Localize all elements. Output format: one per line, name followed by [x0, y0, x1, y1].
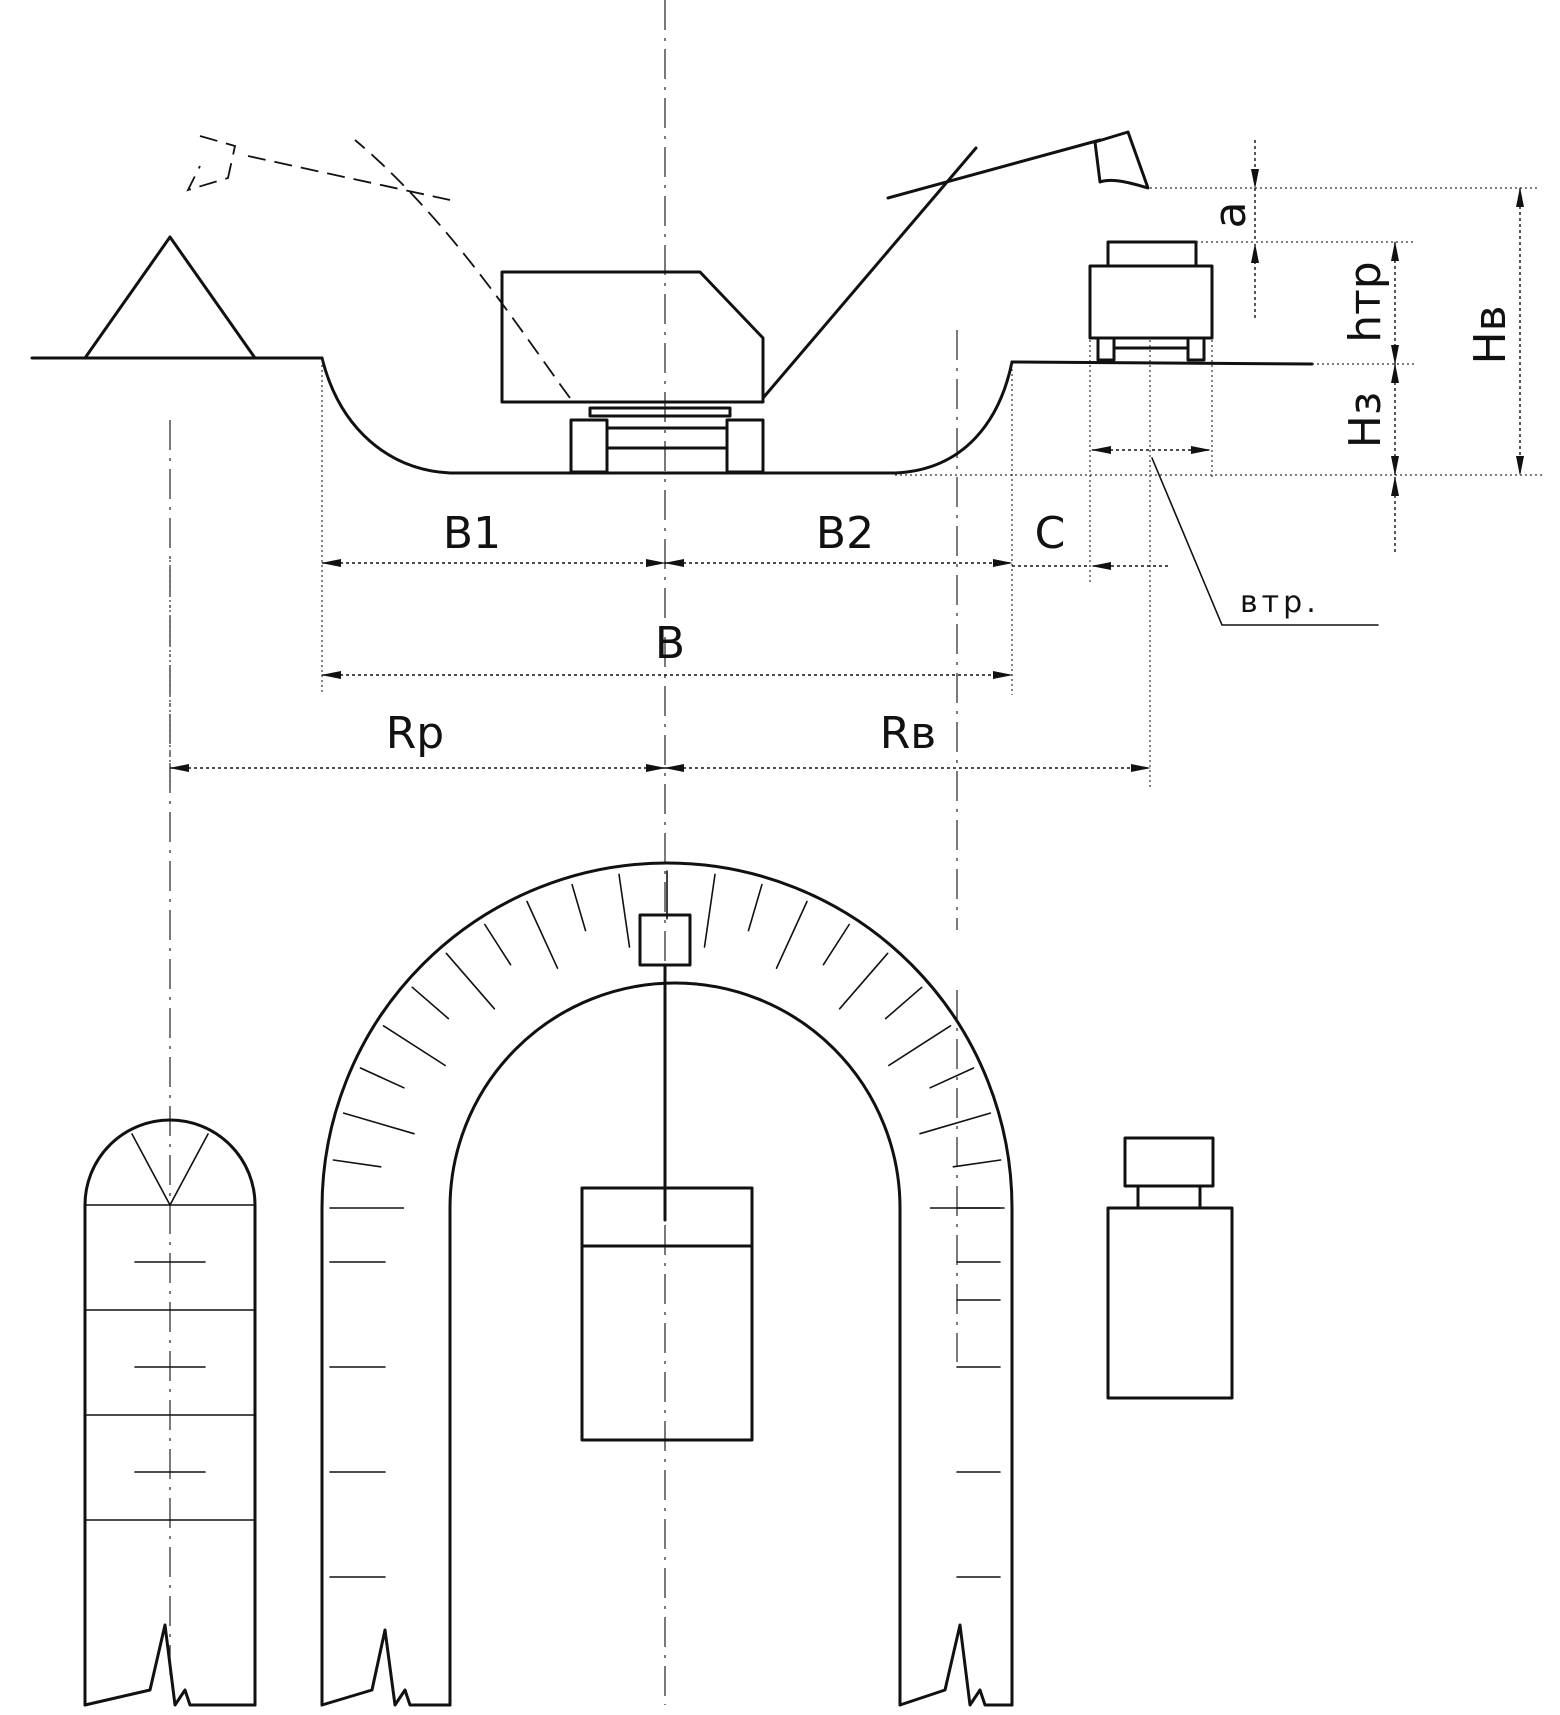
pit-left-break [320, 1628, 452, 1707]
slope-tick [952, 1159, 1002, 1168]
dump-truck-plan [1106, 1136, 1234, 1400]
label-c: C [1035, 508, 1066, 559]
excavator-turntable [588, 406, 732, 418]
spoil-pile [83, 235, 257, 360]
label-htr: hтр [1340, 261, 1391, 342]
slope-tick [359, 1067, 405, 1089]
pit-right-break [898, 1623, 1014, 1707]
spoil-pile-break [83, 1623, 257, 1707]
pit-outer-edge [320, 861, 1014, 1707]
excavator-cab [500, 270, 765, 404]
truck-plan-cab [1123, 1136, 1215, 1188]
excavator-plan-body [580, 1186, 754, 1442]
dimension-labels: B1 B2 C B Rp Rв втр. a hтр Hз Hв [386, 202, 1516, 759]
label-b2: B2 [816, 508, 874, 559]
label-hv: Hв [1465, 305, 1516, 364]
truck-body [1088, 264, 1214, 340]
slope-tick [571, 883, 587, 932]
excavator-plan [580, 913, 754, 1442]
label-b1: B1 [443, 508, 501, 559]
boom-alt-position [354, 139, 571, 399]
slope-tick [382, 1025, 447, 1067]
spoil-pile-outline [83, 1118, 257, 1707]
slope-tick [703, 873, 716, 948]
slope-tick [887, 1025, 952, 1067]
truck-wheel-left [1096, 336, 1116, 362]
dump-truck-side [1088, 240, 1214, 362]
excavator-bucket [1093, 130, 1150, 190]
spoil-pile-plan [83, 1118, 257, 1707]
stick-alt-position [247, 155, 451, 201]
excavator [186, 130, 1150, 474]
vertical-dimensions [1251, 140, 1524, 552]
slope-tick [332, 1159, 382, 1168]
slope-tick [775, 900, 808, 970]
right-ground-line [1010, 360, 1314, 366]
slope-tick [919, 1112, 992, 1135]
vtr-leader [1151, 457, 1379, 626]
slope-tick [884, 986, 923, 1020]
label-hz: Hз [1340, 392, 1391, 448]
label-a: a [1205, 202, 1256, 229]
slope-tick [411, 986, 450, 1020]
label-b: B [655, 618, 685, 669]
left-track [569, 418, 609, 474]
pit-bottom-profile [320, 356, 1014, 475]
bucket-alt-position [186, 135, 237, 192]
pit-slope-ticks [329, 870, 1005, 1209]
slope-tick [822, 923, 851, 966]
horizontal-dimensions [169, 446, 1379, 772]
slope-tick [445, 952, 496, 1010]
slope-tick [618, 873, 631, 948]
label-vtr: втр. [1240, 585, 1320, 620]
label-rv: Rв [880, 708, 937, 759]
truck-plan-bed [1106, 1206, 1234, 1400]
right-track [725, 418, 765, 474]
pit-wall-ticks [329, 1207, 1001, 1578]
slope-tick [483, 923, 512, 966]
truck-cab-top [1106, 240, 1198, 268]
slope-tick [342, 1112, 415, 1135]
ground-profile [30, 235, 1314, 475]
truck-wheel-right [1186, 336, 1206, 362]
excavator-boom [761, 146, 978, 400]
slope-tick [526, 900, 559, 970]
axis-lines [169, 0, 958, 1705]
excavator-stick [886, 138, 1102, 200]
track-frame [605, 426, 729, 450]
excavated-pit-plan [320, 861, 1014, 1707]
pit-inner-edge [448, 981, 902, 1707]
label-rp: Rp [386, 708, 445, 759]
slope-tick [929, 1067, 975, 1089]
slope-tick [747, 883, 763, 932]
excavator-plan-bucket [638, 913, 692, 967]
extension-lines [169, 187, 1545, 790]
slope-tick [838, 952, 889, 1010]
